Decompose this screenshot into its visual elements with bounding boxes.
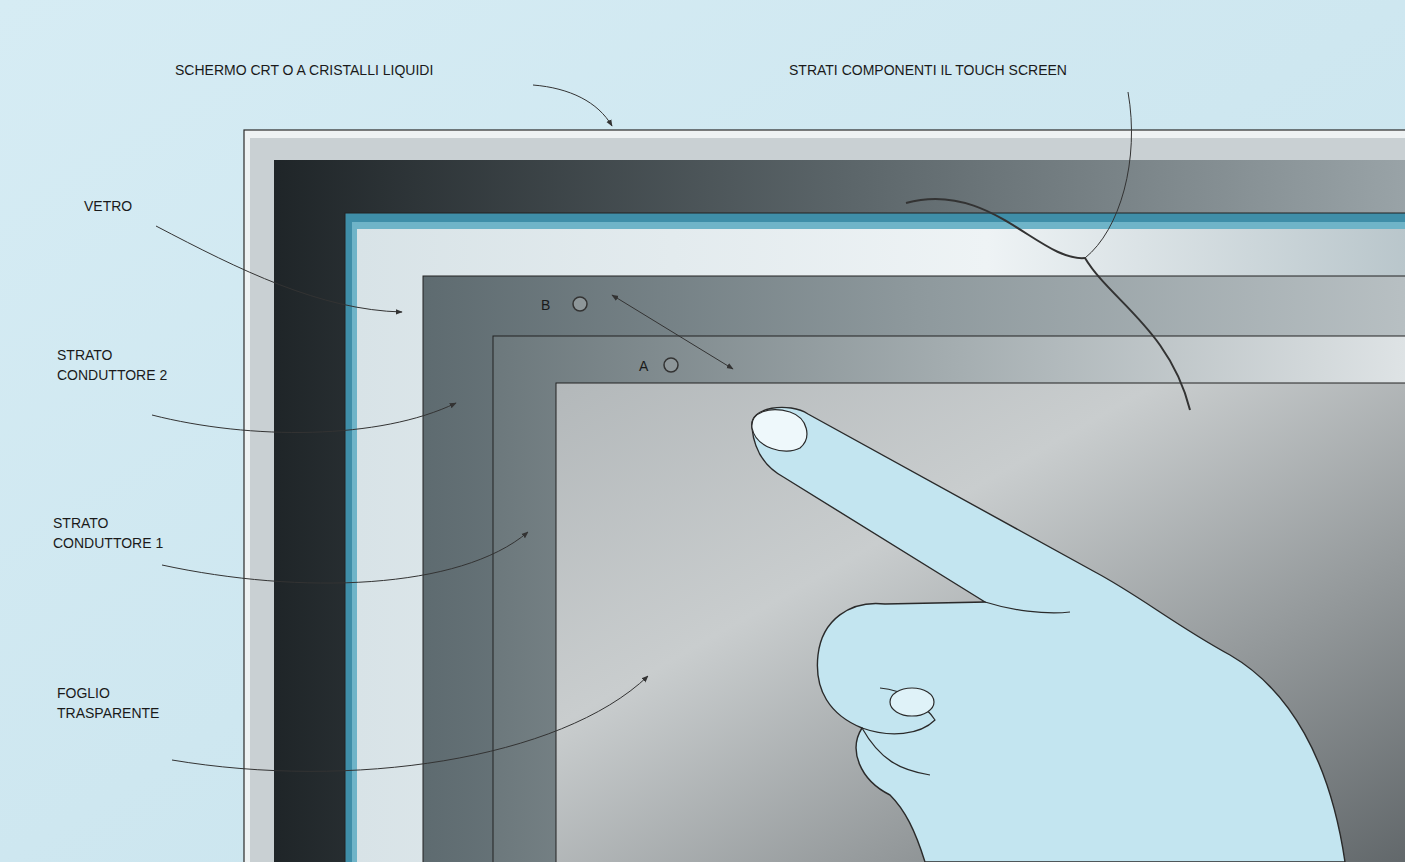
part-label: SCHERMO CRT O A CRISTALLI LIQUIDI xyxy=(175,60,433,80)
point-label: A xyxy=(639,356,648,376)
point-label: B xyxy=(541,295,550,315)
thumb-nail xyxy=(890,688,934,716)
leader-line xyxy=(152,403,456,432)
part-label: FOGLIO TRASPARENTE xyxy=(57,683,187,723)
fingernail xyxy=(752,410,807,451)
part-label: STRATI COMPONENTI IL TOUCH SCREEN xyxy=(789,60,1067,80)
contact-point xyxy=(664,358,678,372)
bracket-line xyxy=(906,199,1085,258)
contact-point xyxy=(573,297,587,311)
part-label: STRATO CONDUTTORE 2 xyxy=(57,345,207,385)
leader-line xyxy=(172,676,648,771)
part-label: STRATO CONDUTTORE 1 xyxy=(53,513,203,553)
leader-line xyxy=(533,85,612,126)
transparent-sheet xyxy=(556,383,1405,862)
distance-arrow xyxy=(612,295,733,369)
leader-lines xyxy=(152,85,1190,771)
part-label: VETRO xyxy=(84,196,132,216)
bracket-line xyxy=(1085,258,1190,410)
thumb-crease xyxy=(862,688,935,734)
pointing-hand xyxy=(752,407,1345,862)
knuckle-line xyxy=(985,602,1070,613)
leader-line xyxy=(162,532,528,583)
hand-outline xyxy=(752,407,1345,862)
leader-line xyxy=(156,226,402,312)
bracket-line xyxy=(1085,92,1131,258)
finger-line xyxy=(862,728,930,775)
